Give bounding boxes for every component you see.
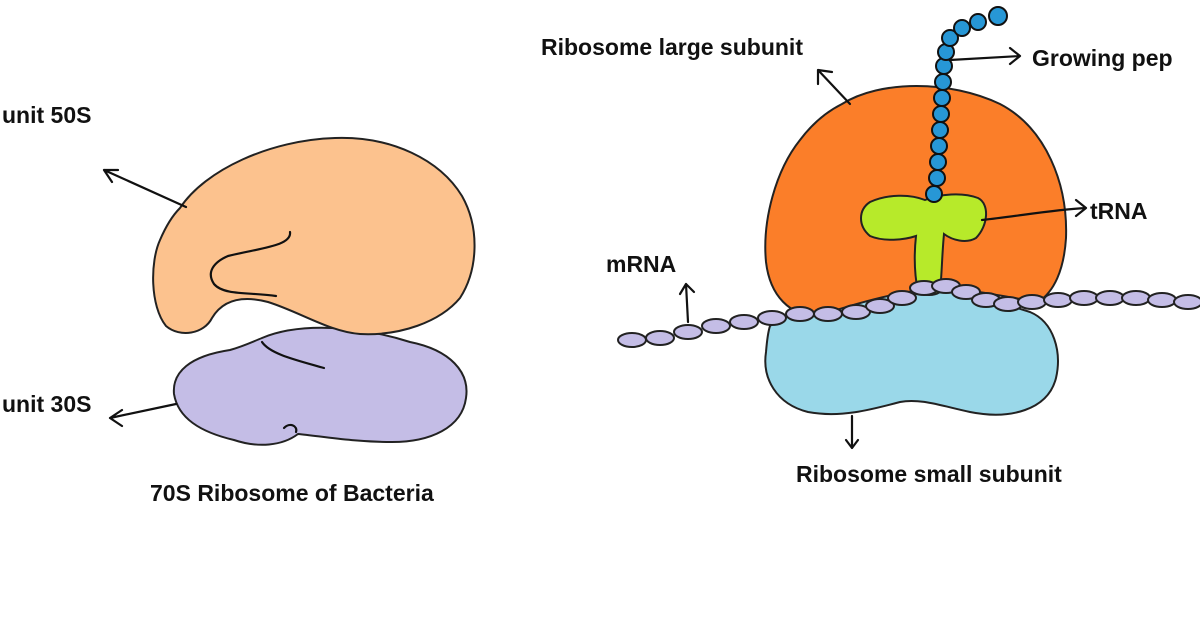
mrna-bead (1173, 294, 1200, 310)
mrna-bead (951, 284, 981, 300)
small-subunit-30s-fold (260, 340, 326, 370)
mrna-bead (617, 332, 647, 348)
small-subunit-30s-notch (282, 423, 298, 434)
mrna-bead (1017, 294, 1047, 310)
mrna-bead (1069, 290, 1099, 306)
large-subunit-50s-shape (152, 136, 476, 336)
mrna-strand (617, 278, 1200, 348)
large-subunit-50s-fold (209, 230, 292, 298)
mrna-bead (673, 324, 703, 340)
mrna-bead (887, 290, 917, 306)
arrow-trna (980, 198, 1088, 222)
small-subunit-30s-shape (172, 326, 468, 446)
mrna-bead (1095, 290, 1125, 306)
arrow-growing-peptide (948, 46, 1022, 66)
mrna-bead (645, 330, 675, 346)
peptide-bead (934, 73, 952, 91)
mrna-bead (1043, 292, 1073, 308)
label-unit-50s: unit 50S (2, 102, 91, 128)
mrna-bead (813, 306, 843, 322)
label-unit-30s: unit 30S (2, 391, 91, 417)
mrna-bead (757, 310, 787, 326)
arrow-small-subunit (844, 414, 860, 450)
translating-ribosome (617, 6, 1200, 416)
trna-shape (860, 193, 987, 296)
label-ribosome-large-subunit: Ribosome large subunit (541, 34, 803, 60)
peptide-bead (930, 137, 948, 155)
mrna-bead (1121, 290, 1151, 306)
mrna-bead (1147, 292, 1177, 308)
peptide-chain (925, 6, 1008, 203)
peptide-bead (953, 19, 971, 37)
mrna-bead (865, 298, 895, 314)
arrow-30s (108, 402, 178, 428)
mrna-bead (785, 306, 815, 322)
peptide-bead (931, 121, 949, 139)
ribosome-70s (152, 136, 476, 446)
label-growing-peptide: Growing pep (1032, 45, 1173, 71)
mrna-bead (729, 314, 759, 330)
label-trna: tRNA (1090, 198, 1148, 224)
peptide-bead (941, 29, 959, 47)
peptide-bead (988, 6, 1008, 26)
caption-70s-ribosome: 70S Ribosome of Bacteria (150, 480, 434, 506)
peptide-bead (929, 153, 947, 171)
peptide-bead (933, 89, 951, 107)
peptide-bead (932, 105, 950, 123)
peptide-bead (969, 13, 987, 31)
peptide-bead (928, 169, 946, 187)
arrow-mrna (678, 282, 696, 324)
mrna-bead (701, 318, 731, 334)
arrow-50s (102, 168, 188, 209)
arrow-large-subunit (816, 68, 852, 106)
label-mrna: mRNA (606, 251, 676, 277)
label-ribosome-small-subunit: Ribosome small subunit (796, 461, 1062, 487)
peptide-bead (925, 185, 943, 203)
